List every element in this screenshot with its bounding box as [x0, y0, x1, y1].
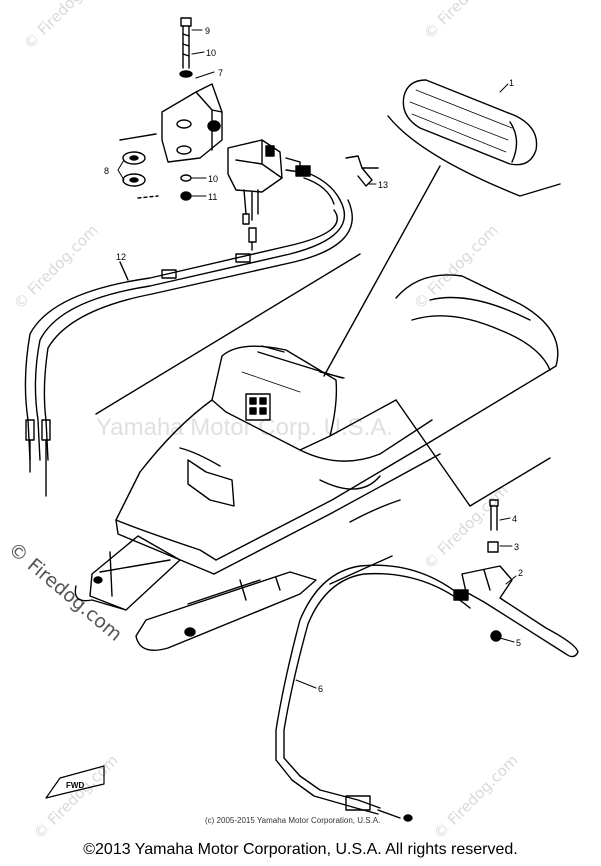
watermark-center: Yamaha Motor Corp. U.S.A.: [96, 414, 393, 441]
callout-11: 11: [208, 192, 217, 202]
callout-4: 4: [512, 514, 517, 524]
callout-5: 5: [516, 638, 521, 648]
callout-1: 1: [509, 78, 514, 88]
callout-8: 8: [104, 166, 109, 176]
callout-leaders: [117, 29, 517, 689]
cable-clip: [345, 155, 379, 187]
callout-7: 7: [218, 68, 223, 78]
callout-10b: 10: [208, 174, 218, 184]
callout-numbers: 9 10 7 8 10 11 12 13 1 4 3 2 5 6 FWD: [66, 26, 523, 790]
copyright-footer: ©2013 Yamaha Motor Corporation, U.S.A. A…: [83, 841, 518, 858]
forward-arrow: [45, 765, 105, 799]
callout-2: 2: [518, 568, 523, 578]
callout-12: 12: [116, 252, 126, 262]
callout-13: 13: [378, 180, 388, 190]
mount-bracket-assembly: [119, 17, 341, 251]
callout-3: 3: [514, 542, 519, 552]
callout-9: 9: [205, 26, 210, 36]
handlebar-grip: [323, 79, 561, 377]
callout-10: 10: [206, 48, 216, 58]
callout-6: 6: [318, 684, 323, 694]
throttle-cable-12: [24, 199, 361, 497]
forward-arrow-label: FWD: [66, 781, 84, 790]
snowmobile-body: [74, 274, 559, 651]
diagram-credit: (c) 2005-2015 Yamaha Motor Corporation, …: [205, 816, 381, 825]
brake-lever-assembly: [275, 499, 579, 822]
